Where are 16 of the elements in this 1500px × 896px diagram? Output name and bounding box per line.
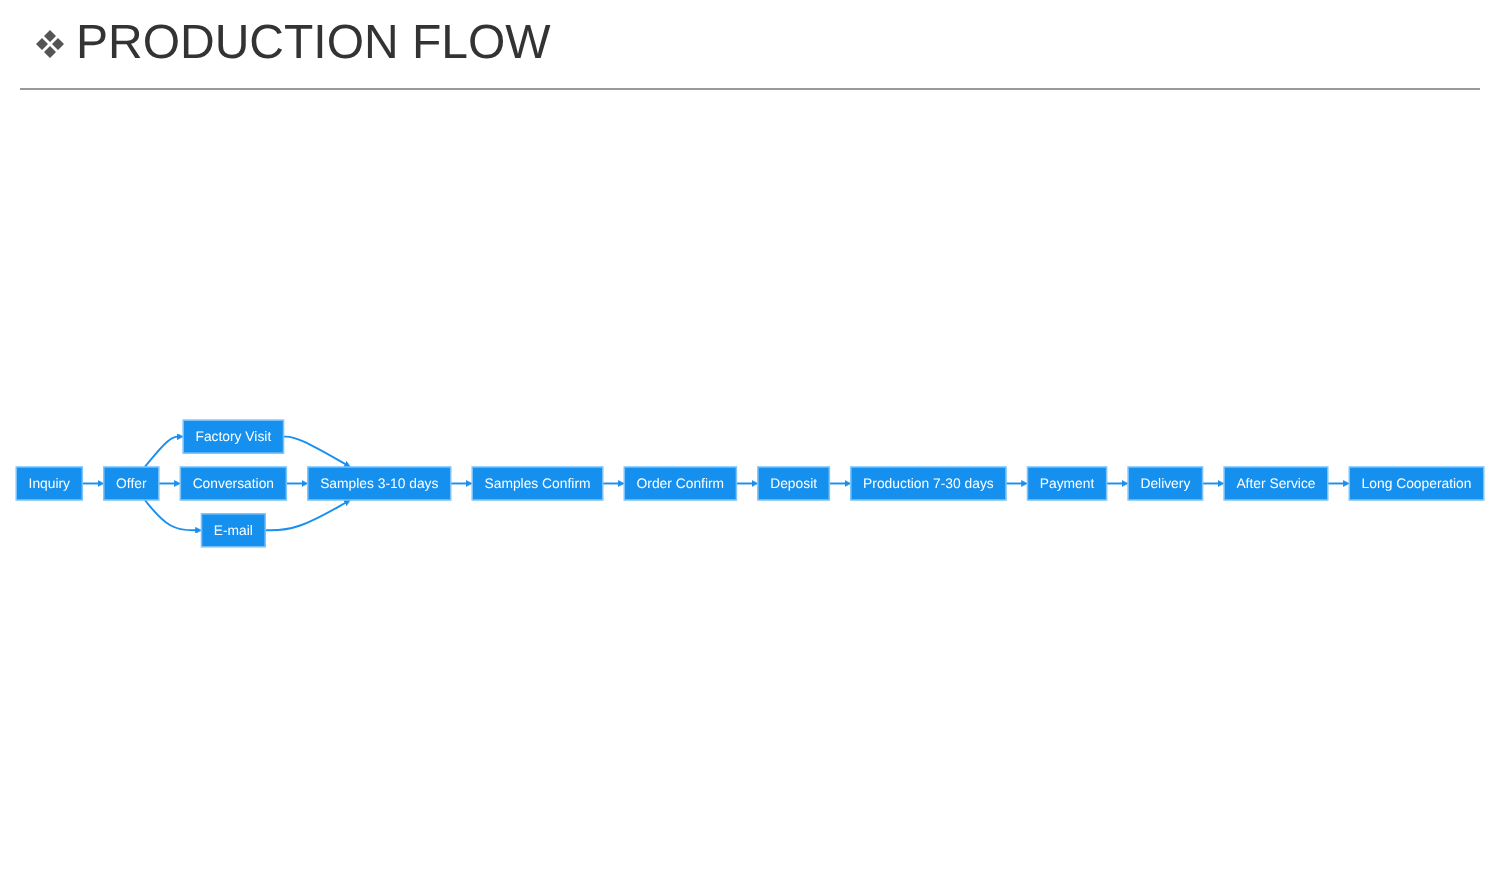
arrow	[282, 436, 351, 468]
arrow	[1326, 480, 1350, 488]
arrow	[828, 480, 852, 488]
arrow	[143, 433, 184, 469]
arrow	[735, 480, 759, 488]
arrow	[1201, 480, 1225, 488]
arrow	[1005, 480, 1028, 488]
arrow	[1105, 480, 1129, 488]
arrow	[157, 480, 181, 488]
arrow	[601, 480, 625, 488]
arrow	[449, 480, 473, 488]
arrow	[81, 480, 105, 488]
arrow	[143, 499, 202, 535]
arrow	[264, 500, 351, 532]
arrow	[285, 480, 309, 488]
title: PRODUCTION FLOW	[76, 16, 551, 72]
